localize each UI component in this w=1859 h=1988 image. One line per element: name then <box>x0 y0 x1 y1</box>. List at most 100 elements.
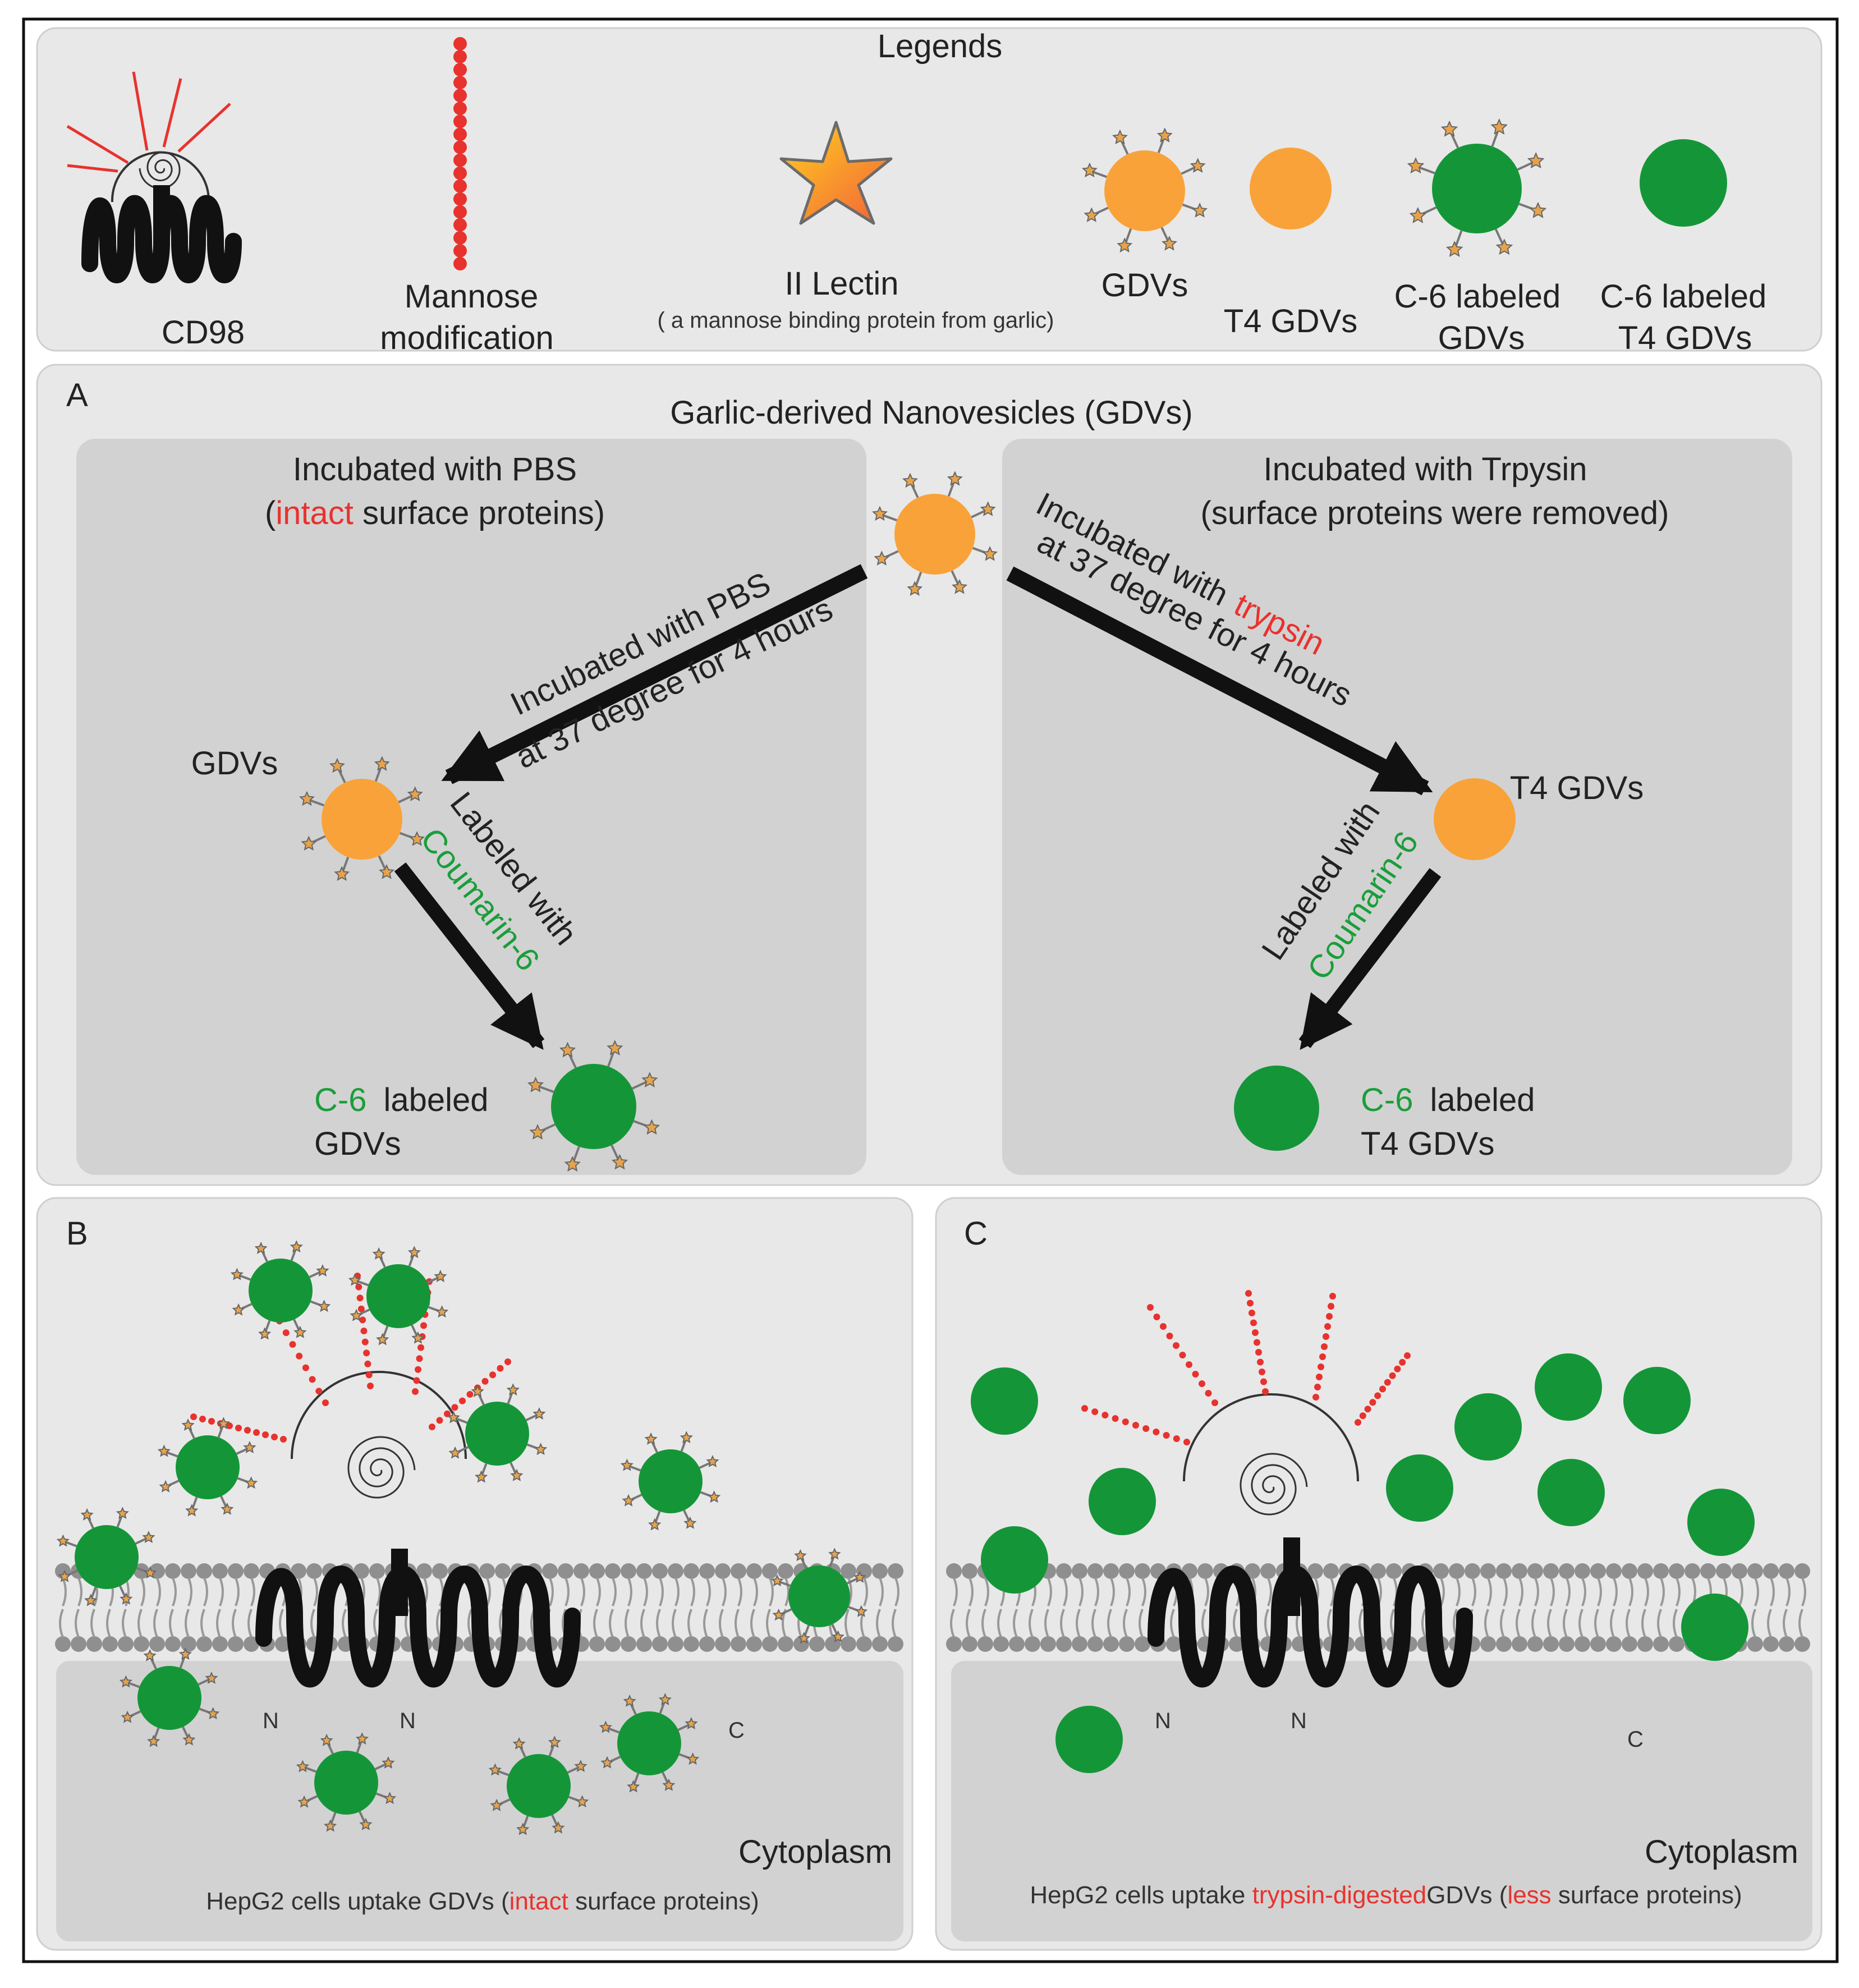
lipid-tail <box>1487 1577 1492 1606</box>
mannose-bead <box>1404 1352 1411 1359</box>
lipid-head <box>946 1636 962 1652</box>
lipid-head <box>573 1563 589 1579</box>
mannose-bead <box>453 76 467 90</box>
arrow-label-right <box>1298 868 1442 1050</box>
lipid-tail <box>1110 1577 1115 1606</box>
lectin-star <box>1407 157 1425 174</box>
lipid-tail <box>1767 1609 1772 1638</box>
mannose-bead <box>1262 1388 1269 1395</box>
lectin-star <box>448 1446 462 1459</box>
legend-c6-t4gdvs-label-1: C-6 labeled <box>1600 278 1767 315</box>
panel-c-n2: N <box>1291 1709 1307 1733</box>
panel-b-n2: N <box>400 1709 416 1733</box>
transmembrane-chain <box>255 1565 581 1688</box>
mannose-line <box>66 125 129 164</box>
mannose-bead <box>420 1322 427 1329</box>
lectin-star <box>1445 240 1463 257</box>
mannose-bead <box>453 37 467 50</box>
lipid-head <box>275 1636 291 1652</box>
mannose-bead <box>1160 1323 1167 1330</box>
mannose-bead <box>1389 1372 1396 1379</box>
lipid-head <box>1166 1636 1182 1652</box>
lectin-star <box>855 1605 868 1617</box>
vesicle-body <box>551 1064 636 1149</box>
mannose-bead <box>1257 1358 1264 1366</box>
cd98-icon <box>66 71 242 283</box>
mannose-bead <box>1081 1405 1088 1412</box>
lipid-tail <box>1484 1609 1489 1638</box>
lectin-star <box>980 501 996 516</box>
lectin-star <box>147 1734 160 1747</box>
lipid-head <box>118 1636 134 1652</box>
lipid-head <box>1575 1563 1590 1579</box>
lipid-head <box>683 1563 699 1579</box>
lipid-tail <box>894 1577 899 1606</box>
lipid-tail <box>640 1609 645 1638</box>
mannose-bead <box>453 192 467 206</box>
mannose-bead <box>302 1364 309 1371</box>
lipid-head <box>1197 1563 1213 1579</box>
lectin-star <box>296 1760 309 1773</box>
lectin-star <box>1156 127 1173 143</box>
mannose-bead <box>481 1378 489 1385</box>
vesicle-body <box>617 1711 681 1775</box>
lipid-tail <box>1126 1577 1131 1606</box>
lipid-tail <box>690 1577 695 1606</box>
lipid-tail <box>1644 1577 1649 1606</box>
lectin-star <box>409 831 425 846</box>
legend-mannose-label-1: Mannose <box>405 278 539 315</box>
mannose-bead <box>1318 1363 1324 1370</box>
lipid-tail <box>250 1577 255 1606</box>
gdv-icon <box>1081 127 1208 252</box>
lipid-tail <box>137 1609 143 1638</box>
lipid-tail <box>1594 1609 1599 1638</box>
lipid-head <box>228 1563 244 1579</box>
lipid-tail <box>953 1577 958 1606</box>
mannose-bead <box>453 127 467 141</box>
mannose-bead <box>262 1431 269 1438</box>
lectin-star <box>382 1756 395 1769</box>
lipid-tail <box>153 1609 158 1638</box>
lectin-star <box>1495 238 1513 255</box>
lipid-head <box>1307 1563 1323 1579</box>
lectin-star <box>475 1470 488 1483</box>
mannose-bead <box>416 1355 423 1362</box>
lectin-star <box>627 1780 640 1793</box>
mannose-bead <box>271 1434 278 1440</box>
lipid-tail <box>737 1577 742 1606</box>
mannose-chain-icon <box>453 37 467 270</box>
lectin-star-icon <box>779 121 893 225</box>
lipid-head <box>1606 1636 1622 1652</box>
lipid-tail <box>1327 1609 1332 1638</box>
mannose-bead <box>1091 1408 1099 1415</box>
lectin-star <box>644 1432 658 1445</box>
lipid-tail <box>1013 1609 1018 1638</box>
mannose-bead <box>1252 1329 1259 1336</box>
lectin-star <box>907 581 923 596</box>
lectin-star <box>686 1752 700 1765</box>
mannose-bead <box>322 1399 329 1406</box>
lipid-head <box>841 1563 856 1579</box>
lipid-tail <box>766 1609 771 1638</box>
lipid-tail <box>436 1609 441 1638</box>
lectin-star <box>316 1264 329 1277</box>
lectin-star <box>952 579 968 594</box>
lipid-head <box>746 1636 762 1652</box>
mannose-bead <box>453 231 467 245</box>
arrow-pbs <box>441 564 868 784</box>
mannose-bead <box>1248 1310 1255 1316</box>
lipid-tail <box>203 1577 208 1606</box>
lipid-tail <box>1201 1609 1206 1638</box>
lipid-tail <box>719 1609 724 1638</box>
mannose-bead <box>1324 1323 1331 1330</box>
lipid-head <box>778 1563 793 1579</box>
lipid-head <box>196 1563 212 1579</box>
lipid-head <box>1763 1636 1779 1652</box>
lectin-star <box>828 1548 841 1560</box>
mannose-bead <box>280 1436 287 1443</box>
lectin-star <box>56 1534 70 1547</box>
mannose-bead <box>1254 1339 1260 1346</box>
lipid-head <box>1747 1563 1763 1579</box>
